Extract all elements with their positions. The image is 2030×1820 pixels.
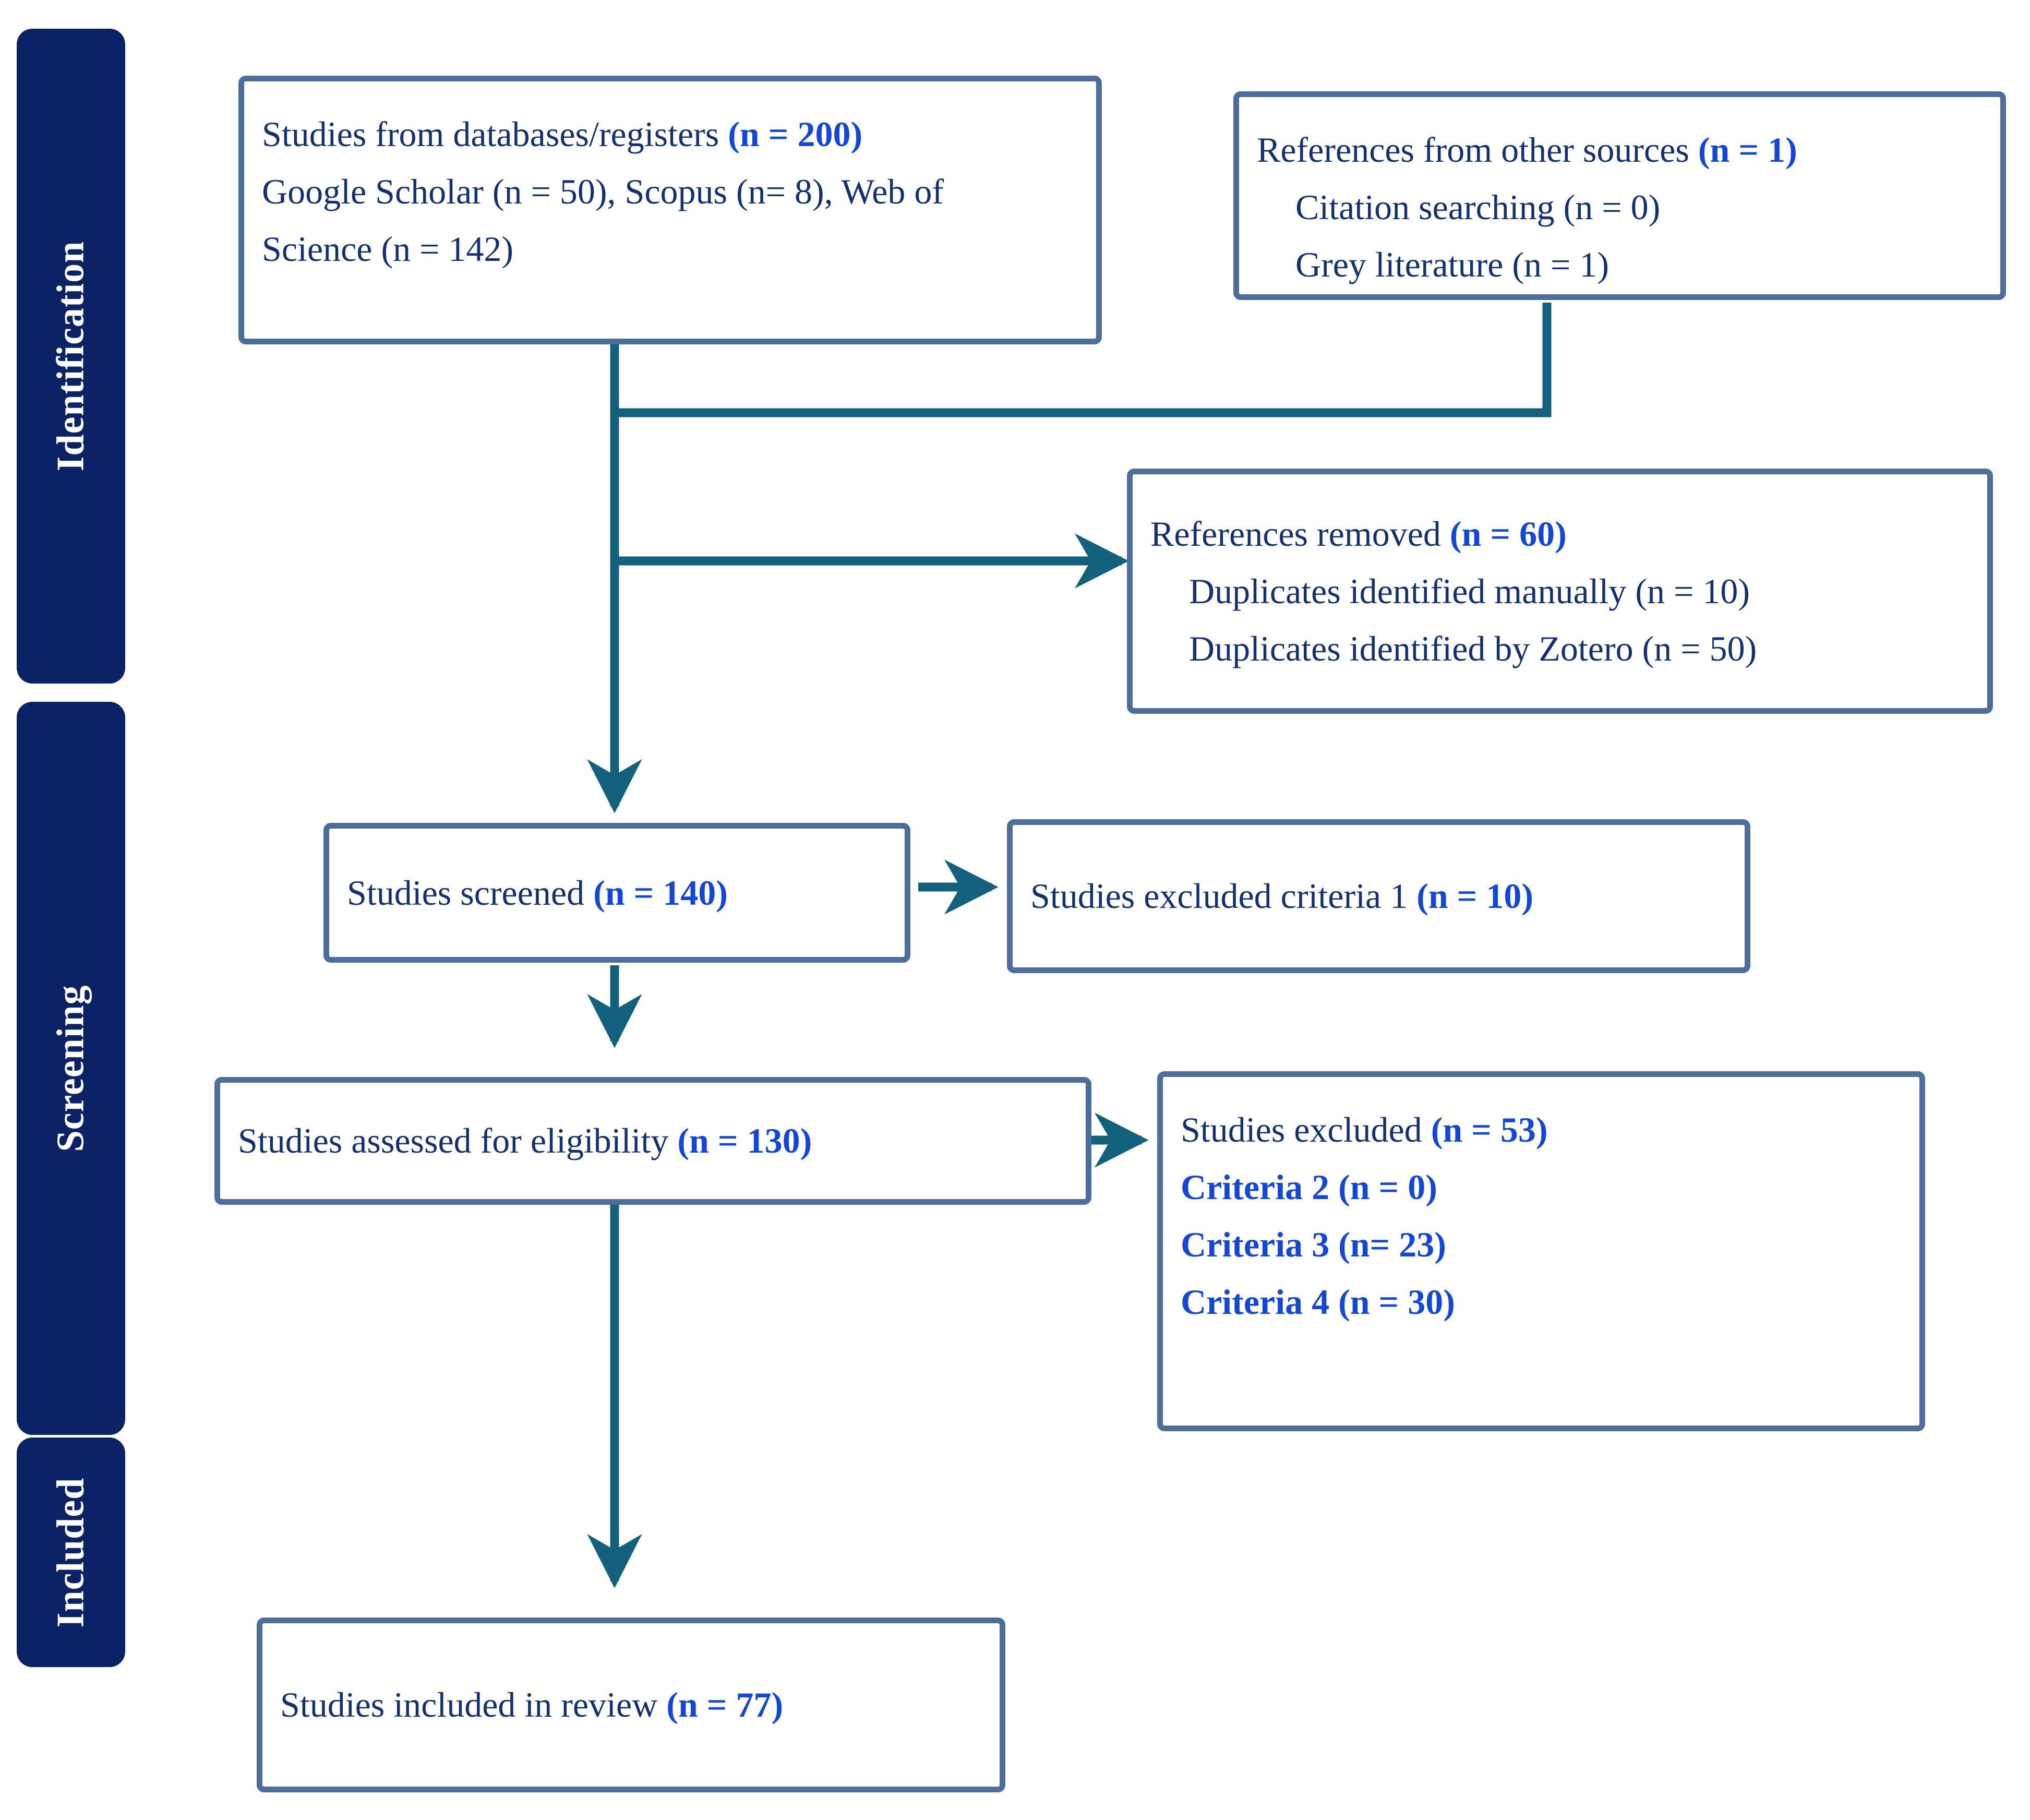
line-count: (n = 1) [1698,130,1797,170]
line-count: (n = 200) [728,114,863,154]
box-line: References removed (n = 60) [1150,505,1969,562]
box-line-criteria-3: Criteria 3 (n= 23) [1181,1216,1902,1273]
box-references-removed: References removed (n = 60) Duplicates i… [1127,469,1993,714]
box-studies-from-databases: Studies from databases/registers (n = 20… [238,76,1102,344]
stage-bar-screening: Screening [17,702,125,1435]
stage-label-identification: Identification [49,241,92,472]
box-line: Studies included in review (n = 77) [280,1676,982,1733]
box-line: References from other sources (n = 1) [1257,121,1983,178]
box-line-criteria-2: Criteria 2 (n = 0) [1181,1158,1902,1216]
line-text: Criteria 4 (n = 30) [1181,1282,1455,1322]
line-text: Studies excluded [1181,1110,1431,1150]
line-text: Google Scholar (n = 50), Scopus (n= 8), … [262,172,944,212]
box-studies-screened: Studies screened (n = 140) [323,823,910,963]
box-studies-included-in-review: Studies included in review (n = 77) [257,1618,1005,1792]
line-count: (n = 60) [1449,513,1567,554]
stage-bar-included: Included [17,1438,125,1667]
box-studies-excluded: Studies excluded (n = 53) Criteria 2 (n … [1157,1071,1925,1431]
line-count: (n = 10) [1416,876,1534,916]
stage-label-screening: Screening [49,985,92,1152]
line-text: Studies screened [347,872,594,913]
line-text: Criteria 2 (n = 0) [1181,1167,1437,1207]
line-text: Duplicates identified manually (n = 10) [1189,571,1750,611]
box-line: Studies excluded criteria 1 (n = 10) [1030,867,1727,925]
box-line: Citation searching (n = 0) [1257,178,1983,236]
line-text: References from other sources [1257,130,1698,170]
box-studies-assessed-eligibility: Studies assessed for eligibility (n = 13… [214,1077,1091,1205]
box-line: Studies assessed for eligibility (n = 13… [238,1112,1068,1169]
line-text: References removed [1150,513,1450,554]
line-text: Criteria 3 (n= 23) [1181,1225,1446,1265]
stage-bar-identification: Identification [17,29,125,684]
box-line: Studies excluded (n = 53) [1181,1101,1902,1158]
box-line: Google Scholar (n = 50), Scopus (n= 8), … [262,163,1078,220]
box-line: Studies screened (n = 140) [347,864,887,921]
stage-label-included: Included [49,1477,92,1627]
box-line: Grey literature (n = 1) [1257,236,1983,293]
box-references-other-sources: References from other sources (n = 1) Ci… [1233,91,2006,300]
box-line: Duplicates identified manually (n = 10) [1150,562,1969,620]
line-text: Studies included in review [280,1685,667,1725]
box-line: Duplicates identified by Zotero (n = 50) [1150,620,1969,677]
line-text: Duplicates identified by Zotero (n = 50) [1189,629,1757,669]
line-text: Studies assessed for eligibility [238,1121,678,1161]
line-count: (n = 130) [677,1121,812,1161]
box-studies-excluded-criteria-1: Studies excluded criteria 1 (n = 10) [1007,819,1750,973]
line-count: (n = 77) [666,1685,784,1725]
line-count: (n = 53) [1431,1110,1548,1150]
box-line: Studies from databases/registers (n = 20… [262,105,1078,163]
line-text: Studies from databases/registers [262,114,728,154]
line-count: (n = 140) [593,872,728,913]
line-text: Grey literature (n = 1) [1295,245,1609,285]
box-line-criteria-4: Criteria 4 (n = 30) [1181,1273,1902,1331]
line-text: Studies excluded criteria 1 [1030,876,1417,916]
line-text: Science (n = 142) [262,229,514,269]
line-text: Citation searching (n = 0) [1295,187,1661,228]
box-line: Science (n = 142) [262,220,1078,278]
